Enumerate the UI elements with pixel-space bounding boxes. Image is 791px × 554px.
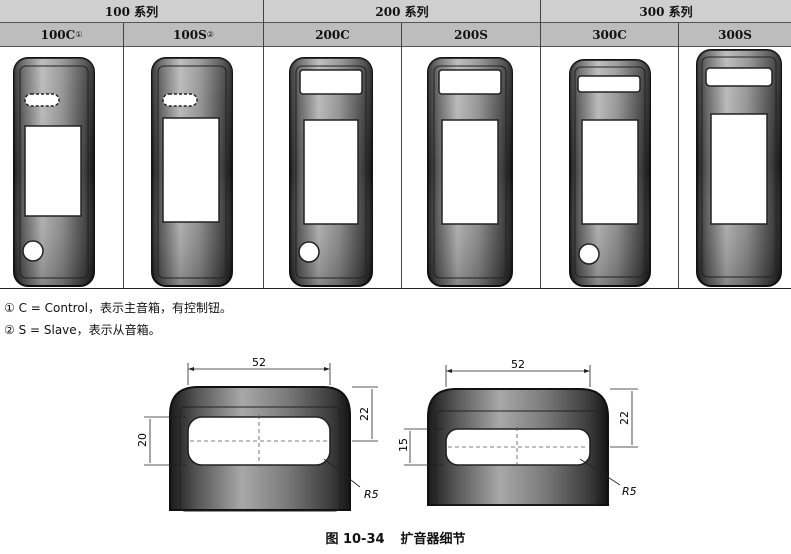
table-bottom-rule bbox=[0, 288, 791, 289]
model-header-200c: 200C bbox=[264, 23, 401, 47]
series-label: 200 系列 bbox=[375, 4, 429, 19]
footnote-mark: ① bbox=[75, 30, 83, 39]
grid-line bbox=[263, 0, 264, 289]
dimension-slot: 20 bbox=[136, 433, 149, 447]
model-label: 300C bbox=[592, 27, 627, 42]
dimension-width: 52 bbox=[252, 356, 266, 369]
speaker-100c bbox=[13, 57, 95, 287]
model-label: 200S bbox=[454, 27, 488, 42]
footnote-slave: ② S = Slave，表示从音箱。 bbox=[4, 323, 161, 337]
series-label: 300 系列 bbox=[639, 4, 693, 19]
speaker-300c bbox=[569, 59, 651, 287]
speaker-200s bbox=[427, 57, 513, 287]
dimension-height: 22 bbox=[618, 411, 631, 425]
dimension-radius: R5 bbox=[622, 485, 637, 498]
series-label: 100 系列 bbox=[104, 4, 159, 19]
grid-line bbox=[678, 23, 679, 289]
grid-line bbox=[540, 0, 541, 289]
model-label: 100S bbox=[173, 27, 207, 42]
speaker-100s bbox=[151, 57, 233, 287]
dimension-slot: 15 bbox=[398, 438, 410, 452]
model-label: 300S bbox=[718, 27, 752, 42]
model-label: 200C bbox=[315, 27, 350, 42]
detail-drawing-right: 52 22 15 R5 bbox=[398, 358, 638, 506]
model-header-200s: 200S bbox=[402, 23, 540, 47]
model-label: 100C bbox=[40, 27, 76, 42]
dimension-height: 22 bbox=[358, 407, 371, 421]
footnote-mark: ② bbox=[206, 30, 214, 39]
figure-number: 图 10-34 bbox=[325, 532, 385, 547]
dimension-width: 52 bbox=[511, 358, 525, 371]
speaker-300s bbox=[696, 49, 782, 287]
series-header-300: 300 系列 bbox=[541, 0, 791, 23]
model-header-300c: 300C bbox=[541, 23, 678, 47]
figure-caption: 图 10-34 扩音器细节 bbox=[0, 528, 791, 547]
grid-line bbox=[123, 23, 124, 289]
detail-drawing-left: 52 22 20 R5 bbox=[136, 356, 379, 512]
footnote-control: ① C = Control，表示主音箱，有控制钮。 bbox=[4, 301, 233, 315]
grid-line bbox=[401, 23, 402, 289]
figure-title: 扩音器细节 bbox=[400, 532, 466, 547]
dimension-radius: R5 bbox=[364, 488, 379, 501]
series-header-200: 200 系列 bbox=[264, 0, 540, 23]
speaker-200c bbox=[289, 57, 373, 287]
model-header-300s: 300S bbox=[679, 23, 791, 47]
series-header-100: 100 系列 bbox=[0, 0, 263, 23]
